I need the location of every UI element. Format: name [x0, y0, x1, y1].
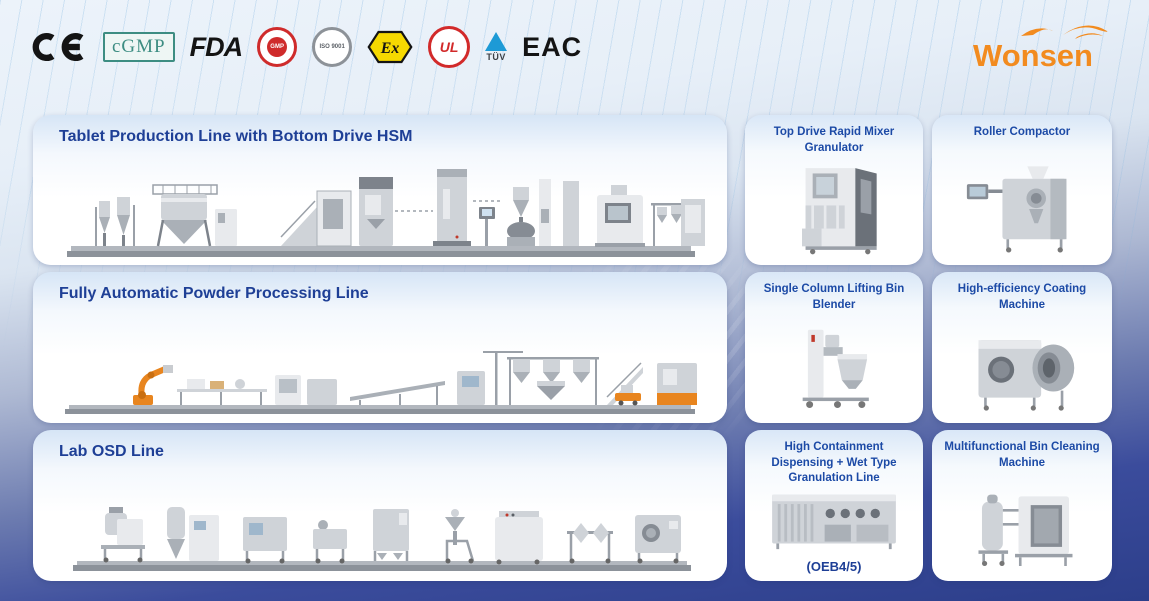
rmg-illustration	[745, 156, 923, 265]
certification-logos: cGMP FDA GMP ISO 9001 Ex UL	[30, 24, 582, 70]
svg-text:Ex: Ex	[380, 40, 400, 57]
panel-tablet-production-line: Tablet Production Line with Bottom Drive…	[33, 115, 727, 265]
card-title: High Containment Dispensing + Wet Type G…	[771, 441, 897, 485]
card-bin-blender: Single Column Lifting Bin Blender	[745, 272, 923, 423]
card-roller-compactor: Roller Compactor	[932, 115, 1112, 265]
panel-title: Lab OSD Line	[59, 443, 164, 460]
card-title: Single Column Lifting Bin Blender	[763, 283, 905, 311]
card-bin-cleaning-machine: Multifunctional Bin Cleaning Machine	[932, 430, 1112, 581]
card-coating-machine: High-efficiency Coating Machine	[932, 272, 1112, 423]
logo-wordmark: Wonsen	[973, 38, 1093, 73]
ul-mark-icon: UL	[428, 26, 471, 68]
ce-mark-icon	[30, 31, 88, 63]
iso9001-label: ISO 9001	[319, 43, 345, 50]
fda-label: FDA	[189, 31, 243, 62]
card-high-containment-line: High Containment Dispensing + Wet Type G…	[745, 430, 923, 581]
gmp-label: GMP	[270, 44, 284, 50]
cgmp-badge: cGMP	[103, 32, 175, 62]
powder-line-illustration	[33, 323, 727, 419]
wonsen-logo: Wonsen	[973, 24, 1113, 76]
card-title: High-efficiency Coating Machine	[957, 283, 1087, 311]
gmp-seal-icon: GMP	[257, 27, 298, 67]
card-title: Top Drive Rapid Mixer Granulator	[773, 126, 895, 154]
panel-powder-processing-line: Fully Automatic Powder Processing Line	[33, 272, 727, 423]
iso9001-seal-icon: ISO 9001	[312, 27, 353, 67]
bin-blender-illustration	[745, 313, 923, 423]
lab-osd-line-illustration	[33, 475, 727, 577]
coating-machine-illustration	[932, 313, 1112, 423]
card-title: Roller Compactor	[973, 126, 1071, 138]
logo-swoosh-icon	[1021, 25, 1108, 39]
header: cGMP FDA GMP ISO 9001 Ex UL	[0, 0, 1149, 112]
atex-ex-icon: Ex	[367, 30, 413, 64]
bin-cleaning-illustration	[932, 471, 1112, 581]
panel-lab-osd-line: Lab OSD Line	[33, 430, 727, 581]
tuv-mark-icon: TÜV	[485, 32, 508, 62]
panel-title: Tablet Production Line with Bottom Drive…	[59, 128, 413, 145]
tuv-label: TÜV	[486, 52, 506, 62]
roller-compactor-illustration	[932, 141, 1112, 265]
panel-title: Fully Automatic Powder Processing Line	[59, 285, 369, 302]
ul-label: UL	[439, 39, 459, 55]
containment-line-illustration	[745, 487, 923, 559]
eac-mark: EAC	[522, 32, 582, 63]
oeb-rating-label: (OEB4/5)	[806, 559, 862, 574]
eac-label: EAC	[522, 31, 583, 62]
card-title: Multifunctional Bin Cleaning Machine	[944, 441, 1100, 469]
card-top-drive-rmg: Top Drive Rapid Mixer Granulator	[745, 115, 923, 265]
fda-logo: FDA	[190, 32, 243, 63]
tablet-line-illustration	[33, 149, 727, 261]
cgmp-label: cGMP	[112, 36, 166, 57]
